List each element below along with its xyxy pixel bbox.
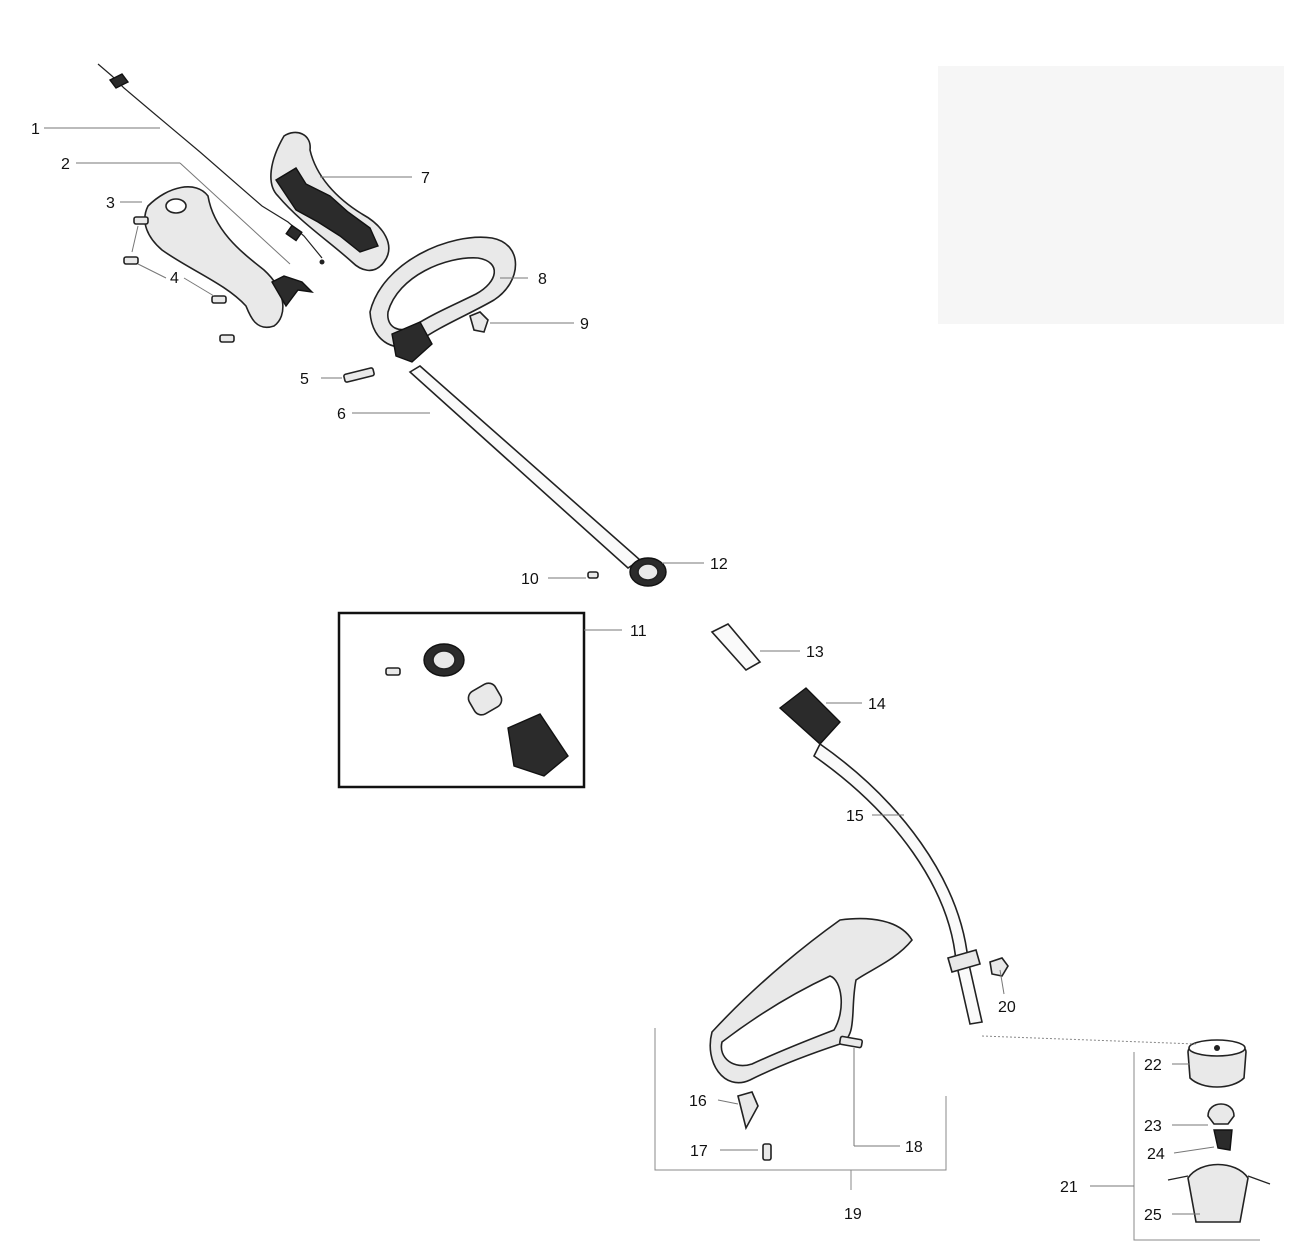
wing-bolt-icon	[989, 957, 1009, 977]
callout-17: 17	[690, 1143, 708, 1160]
callout-12: 12	[710, 556, 728, 573]
callout-15: 15	[846, 808, 864, 825]
callout-18: 18	[905, 1139, 923, 1156]
callout-25: 25	[1144, 1207, 1162, 1224]
callout-24: 24	[1147, 1146, 1165, 1163]
callout-16: 16	[689, 1093, 707, 1110]
callout-9: 9	[580, 316, 589, 333]
callout-1: 1	[31, 121, 40, 138]
bolt-icon	[343, 367, 375, 383]
callout-14: 14	[868, 696, 886, 713]
callout-3: 3	[106, 195, 115, 212]
guard-icon	[709, 917, 913, 1084]
shaft-icon	[408, 365, 642, 570]
callout-2: 2	[61, 156, 70, 173]
screw-icon	[838, 1035, 864, 1049]
handle-housing-icon	[144, 186, 314, 329]
callout-22: 22	[1144, 1057, 1162, 1074]
callout-20: 20	[998, 999, 1016, 1016]
screw-icon	[587, 571, 599, 579]
cable-icon	[97, 63, 325, 265]
shaft-icon	[710, 623, 762, 672]
callout-6: 6	[337, 406, 346, 423]
kit-box	[337, 611, 586, 789]
leader-lines	[44, 127, 1215, 1215]
handle-housing-icon	[270, 131, 390, 272]
group-bracket	[654, 1028, 947, 1171]
wing-bolt-icon	[469, 311, 489, 333]
coupler-icon	[629, 557, 667, 587]
blank-panel	[938, 66, 1284, 324]
callout-11: 11	[630, 623, 647, 640]
callout-21: 21	[1060, 1179, 1078, 1196]
callout-8: 8	[538, 271, 547, 288]
coupler-icon	[778, 687, 841, 745]
callout-23: 23	[1144, 1118, 1162, 1135]
curved-shaft-icon	[812, 742, 983, 1025]
callout-19: 19	[844, 1206, 862, 1223]
trimmer-head-icon	[1167, 1039, 1271, 1223]
callout-13: 13	[806, 644, 824, 661]
blade-icon	[737, 1091, 759, 1131]
callout-10: 10	[521, 571, 539, 588]
callout-4: 4	[170, 270, 179, 287]
group-bracket	[1133, 1052, 1260, 1241]
loop-handle-icon	[369, 236, 517, 363]
screw-icon	[123, 216, 235, 343]
callout-5: 5	[300, 371, 309, 388]
callout-7: 7	[421, 170, 430, 187]
screw-icon	[762, 1143, 772, 1161]
